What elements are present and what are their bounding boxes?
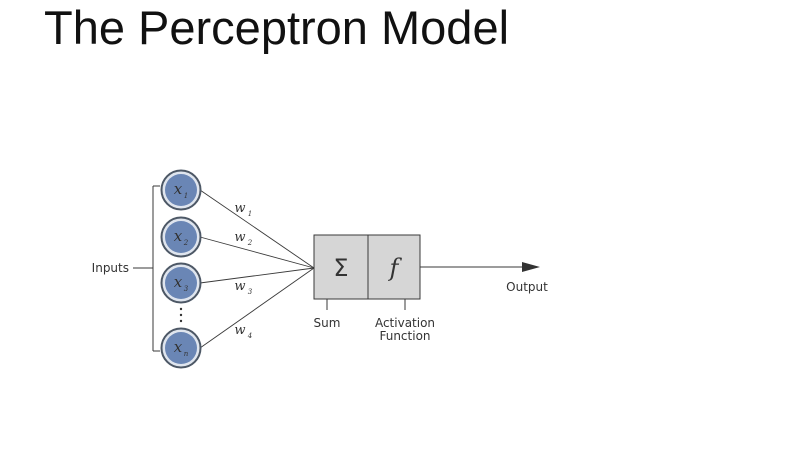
weight-label-4: w 4 bbox=[234, 323, 252, 340]
svg-text:w: w bbox=[234, 230, 245, 245]
svg-text:4: 4 bbox=[247, 332, 252, 340]
connection-lines bbox=[199, 189, 315, 349]
inputs-label: Inputs bbox=[92, 261, 129, 275]
svg-text:w: w bbox=[234, 279, 245, 294]
activation-label-line1: Activation bbox=[375, 316, 435, 330]
ellipsis-dots bbox=[179, 307, 183, 323]
input-node-1: x 1 bbox=[160, 169, 202, 211]
input-node-2: x 2 bbox=[160, 216, 202, 258]
node-sub: 2 bbox=[183, 239, 189, 247]
svg-text:2: 2 bbox=[247, 239, 253, 247]
node-var: x bbox=[174, 338, 183, 356]
output-arrow bbox=[420, 262, 540, 272]
svg-text:w: w bbox=[234, 201, 245, 216]
node-var: x bbox=[174, 180, 183, 198]
sum-activation-box: Σ f bbox=[313, 234, 421, 300]
node-var: x bbox=[174, 227, 183, 245]
connection-line-1 bbox=[199, 189, 315, 269]
node-sub: 1 bbox=[184, 192, 188, 200]
node-sub: 3 bbox=[184, 285, 189, 293]
connection-line-n bbox=[199, 267, 315, 349]
connection-line-2 bbox=[199, 236, 315, 269]
sum-symbol: Σ bbox=[333, 254, 348, 282]
node-sub: n bbox=[184, 350, 189, 358]
weight-label-2: w 2 bbox=[234, 230, 252, 247]
svg-text:3: 3 bbox=[248, 288, 253, 296]
sum-label: Sum bbox=[314, 316, 341, 330]
input-node-n: x n bbox=[160, 327, 202, 369]
svg-text:1: 1 bbox=[248, 210, 252, 218]
sum-box bbox=[313, 234, 369, 300]
input-node-3: x 3 bbox=[160, 262, 202, 304]
activation-label-line2: Function bbox=[379, 329, 430, 343]
slide-title: The Perceptron Model bbox=[44, 1, 510, 54]
weight-label-3: w 3 bbox=[234, 279, 252, 296]
connection-line-3 bbox=[199, 267, 315, 284]
node-var: x bbox=[174, 273, 183, 291]
weight-label-1: w 1 bbox=[234, 201, 252, 218]
inputs-bracket bbox=[133, 185, 160, 352]
output-label: Output bbox=[506, 280, 548, 294]
box-ticks bbox=[326, 299, 406, 310]
svg-text:w: w bbox=[234, 323, 245, 338]
